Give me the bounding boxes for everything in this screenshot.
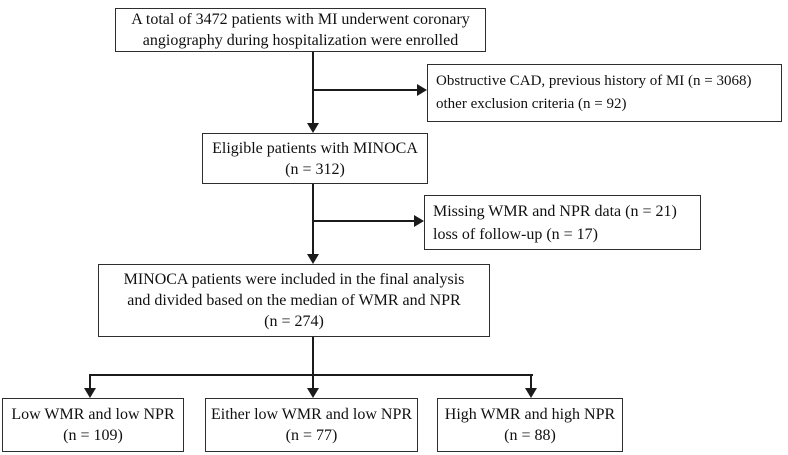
box-line: High WMR and high NPR	[444, 406, 616, 423]
connector-final-to-branch	[312, 337, 314, 376]
box-low-wmr-low-npr: Low WMR and low NPR (n = 109)	[2, 398, 184, 452]
connector-to-excluded-cad	[312, 89, 417, 91]
box-line: (n = 312)	[285, 160, 345, 178]
arrowhead-down-icon	[307, 388, 319, 398]
box-line: (n = 88)	[504, 427, 556, 444]
box-excluded-missing-data: Missing WMR and NPR data (n = 21) loss o…	[424, 195, 701, 250]
box-final-analysis: MINOCA patients were included in the fin…	[98, 264, 490, 337]
connector-branch-to-either	[312, 374, 314, 388]
box-line: Missing WMR and NPR data (n = 21)	[433, 202, 677, 220]
box-line: Obstructive CAD, previous history of MI …	[436, 73, 752, 89]
box-line: MINOCA patients were included in the fin…	[123, 271, 465, 288]
box-line: A total of 3472 patients with MI underwe…	[131, 11, 470, 28]
arrowhead-down-icon	[525, 388, 537, 398]
box-line: (n = 274)	[264, 313, 324, 330]
box-either-low-wmr-low-npr: Either low WMR and low NPR (n = 77)	[205, 398, 418, 452]
box-line: Either low WMR and low NPR	[210, 406, 413, 423]
arrowhead-right-icon	[414, 215, 424, 227]
connector-branch-horizontal	[89, 374, 533, 376]
connector-enrolled-to-eligible	[312, 52, 314, 123]
arrowhead-right-icon	[417, 84, 427, 96]
arrowhead-down-icon	[84, 388, 96, 398]
box-eligible-minoca: Eligible patients with MINOCA (n = 312)	[202, 133, 428, 184]
connector-to-excluded-missing	[312, 220, 414, 222]
box-enrolled-patients: A total of 3472 patients with MI underwe…	[115, 8, 486, 52]
arrowhead-down-icon	[307, 254, 319, 264]
box-line: (n = 77)	[285, 427, 338, 444]
box-line: other exclusion criteria (n = 92)	[436, 96, 627, 112]
box-line: and divided based on the median of WMR a…	[127, 292, 461, 309]
arrowhead-down-icon	[307, 123, 319, 133]
connector-eligible-to-final	[312, 184, 314, 254]
box-line: angiography during hospitalization were …	[142, 32, 459, 49]
box-excluded-obstructive-cad: Obstructive CAD, previous history of MI …	[427, 64, 782, 122]
box-high-wmr-high-npr: High WMR and high NPR (n = 88)	[437, 398, 623, 452]
box-line: Eligible patients with MINOCA	[212, 139, 418, 157]
connector-branch-to-low-low	[89, 374, 91, 388]
box-line: Low WMR and low NPR	[11, 406, 175, 423]
connector-branch-to-high-high	[530, 374, 532, 388]
box-line: loss of follow-up (n = 17)	[433, 225, 599, 243]
box-line: (n = 109)	[63, 427, 123, 444]
